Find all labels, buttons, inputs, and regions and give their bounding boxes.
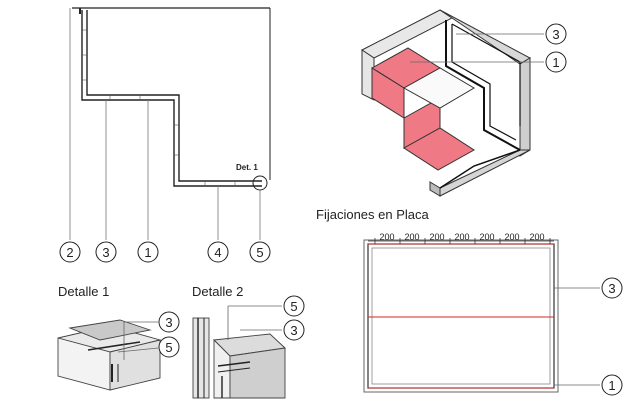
svg-text:3: 3: [102, 245, 109, 260]
fixings-title: Fijaciones en Placa: [316, 207, 429, 222]
svg-text:1: 1: [608, 378, 615, 393]
iso-callout-3: 3: [545, 23, 567, 45]
plate-callout-1: 1: [601, 374, 623, 396]
callout-2: 2: [59, 241, 81, 263]
detail-2-callout-5: 5: [283, 295, 305, 317]
detail-1-callout-5: 5: [158, 336, 180, 358]
plate-callouts: 3 1: [601, 277, 623, 396]
detail-1-view: [57, 319, 162, 391]
detail-2-callout-3: 3: [283, 319, 305, 341]
svg-text:200: 200: [479, 232, 494, 242]
svg-text:3: 3: [552, 27, 559, 42]
svg-text:5: 5: [256, 245, 263, 260]
plan-view: [69, 7, 271, 240]
svg-text:200: 200: [454, 232, 469, 242]
svg-text:1: 1: [144, 245, 151, 260]
callout-5: 5: [249, 241, 271, 263]
svg-text:3: 3: [290, 323, 297, 338]
detail-1-title: Detalle 1: [58, 284, 110, 299]
svg-text:200: 200: [404, 232, 419, 242]
iso-callout-1: 1: [545, 51, 567, 73]
svg-text:2: 2: [66, 245, 73, 260]
svg-text:200: 200: [504, 232, 519, 242]
detail-1-callouts: 3 5: [158, 311, 180, 358]
spacing-labels: 200 200 200 200 200 200 200: [379, 232, 544, 242]
callout-1: 1: [137, 241, 159, 263]
plate-fixings-view: [363, 238, 600, 393]
svg-text:200: 200: [429, 232, 444, 242]
svg-text:4: 4: [214, 245, 221, 260]
detail-2-title: Detalle 2: [192, 284, 244, 299]
svg-text:3: 3: [608, 281, 615, 296]
detail-1-marker: [252, 175, 268, 191]
callout-3: 3: [95, 241, 117, 263]
detail-2-view: [192, 305, 286, 399]
svg-text:5: 5: [165, 340, 172, 355]
detail-2-callouts: 5 3: [283, 295, 305, 341]
detail-1-tag: Det. 1: [236, 163, 258, 172]
svg-text:200: 200: [529, 232, 544, 242]
svg-text:5: 5: [290, 299, 297, 314]
svg-text:200: 200: [379, 232, 394, 242]
iso-callouts: 3 1: [545, 23, 567, 73]
svg-text:1: 1: [552, 55, 559, 70]
callout-4: 4: [207, 241, 229, 263]
plan-callouts: 2 3 1 4 5: [59, 241, 271, 263]
plate-callout-3: 3: [601, 277, 623, 299]
svg-text:3: 3: [165, 315, 172, 330]
detail-1-callout-3: 3: [158, 311, 180, 333]
isometric-view: [361, 9, 544, 197]
